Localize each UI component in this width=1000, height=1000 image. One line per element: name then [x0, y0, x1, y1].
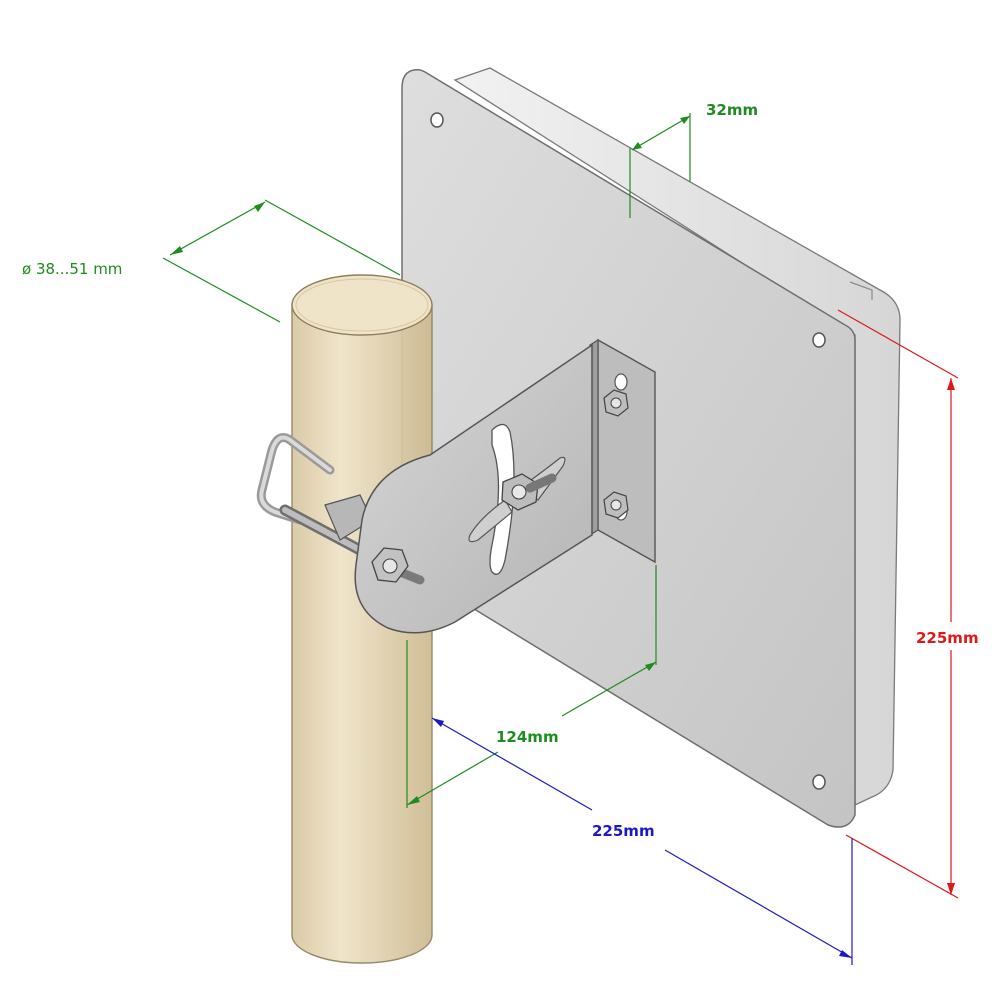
label-bracket-offset: 124mm: [496, 728, 559, 746]
dimension-depth: [629, 113, 691, 218]
label-depth: 32mm: [706, 101, 758, 119]
antenna-housing: [453, 67, 901, 807]
dimension-bracket-offset: [406, 565, 657, 808]
dimension-width: [431, 717, 853, 965]
label-height: 225mm: [916, 629, 979, 647]
u-bolt: [256, 433, 373, 556]
label-pipe-diameter: ø 38...51 mm: [22, 260, 122, 278]
dimension-height: [837, 309, 959, 899]
mount-hole-icon: [812, 774, 826, 790]
label-width: 225mm: [592, 822, 655, 840]
mount-hole-icon: [430, 112, 444, 128]
wing-nut: [468, 456, 566, 543]
bolt-nut: [371, 547, 425, 585]
dimension-pipe-diameter: [162, 199, 401, 323]
hex-nut: [603, 389, 629, 519]
mount-hole-icon: [812, 332, 826, 348]
